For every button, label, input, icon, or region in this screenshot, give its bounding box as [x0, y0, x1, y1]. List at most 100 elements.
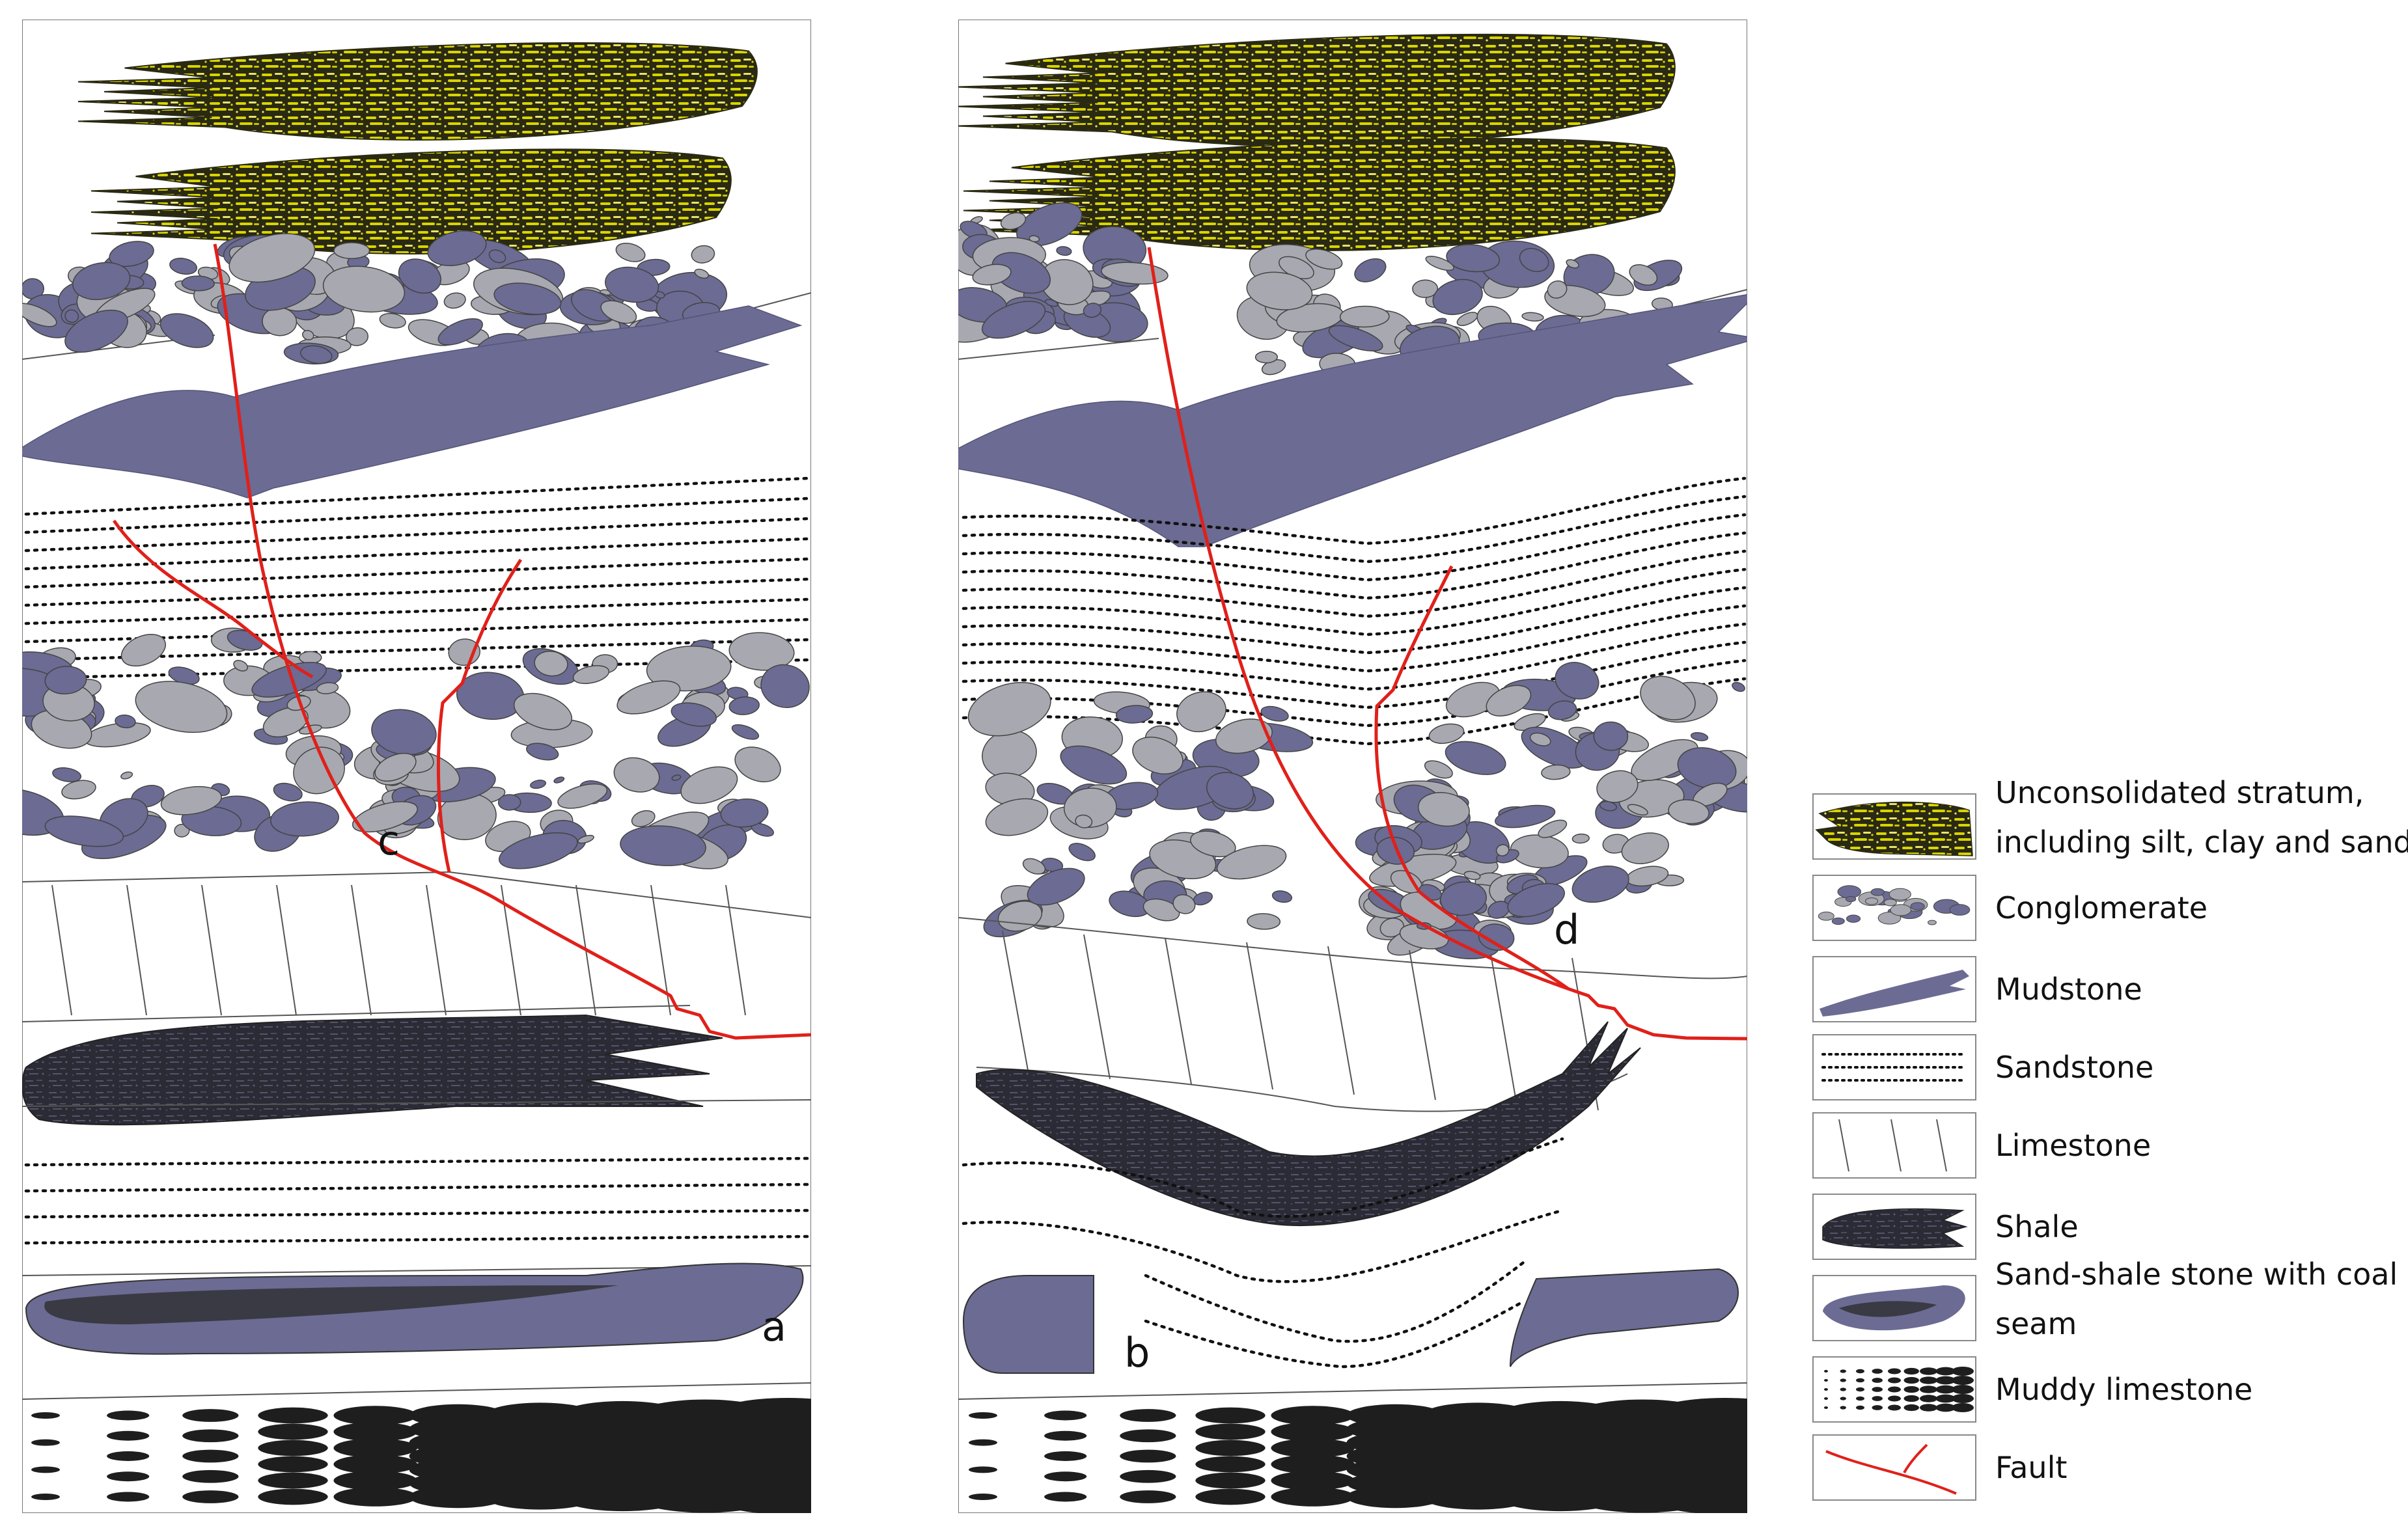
conglomerate-clast: [1142, 898, 1180, 922]
conglomerate-clast: [262, 707, 309, 738]
conglomerate-clast: [1132, 736, 1183, 774]
conglomerate-clast: [1566, 259, 1579, 269]
conglomerate-clast: [379, 312, 406, 329]
sandstone-bed: [962, 531, 1747, 600]
conglomerate-clast: [1022, 858, 1046, 875]
unconsolidated-stratum-body: [77, 42, 758, 141]
fault-icon: [1825, 1443, 1957, 1495]
sandstone-bed: [24, 1156, 809, 1167]
conglomerate-layer: [420, 632, 810, 869]
limestone-joint: [1246, 942, 1273, 1090]
sandstone-bed: [1144, 1261, 1525, 1343]
muddy-limestone-nodule: [1120, 1449, 1176, 1463]
conglomerate-clast: [493, 282, 562, 315]
muddy-limestone-nodule: [1120, 1490, 1176, 1503]
panel-label-c: c: [378, 817, 400, 864]
muddy-limestone-nodule: [969, 1439, 997, 1446]
conglomerate-clast: [22, 303, 57, 327]
sandstone-bed: [24, 476, 809, 516]
fault-line: [213, 243, 811, 1040]
conglomerate-clast: [300, 345, 333, 364]
bedding-line: [958, 917, 1747, 979]
conglomerate-clast: [605, 266, 659, 303]
bedding-line: [958, 338, 1159, 360]
conglomerate-clast: [488, 249, 506, 264]
conglomerate-clast: [443, 292, 466, 309]
mudstone-icon: [1820, 970, 1969, 1017]
bedding-line: [22, 1382, 811, 1400]
muddy-limestone-layer: [969, 1398, 1747, 1513]
conglomerate-clast: [1339, 305, 1390, 328]
sandstone-bed: [962, 677, 1747, 746]
panel-label-a: a: [762, 1303, 786, 1350]
fault-line: [436, 558, 523, 873]
conglomerate-clast: [72, 262, 131, 301]
conglomerate-clast: [1463, 871, 1481, 881]
conglomerate-clast: [671, 702, 717, 727]
muddy-limestone-nodule: [1195, 1488, 1266, 1505]
conglomerate-clast: [1439, 881, 1487, 916]
muddy-limestone-nodule: [333, 1487, 417, 1507]
sandstone-bed: [962, 495, 1747, 564]
conglomerate-clast: [1640, 676, 1696, 720]
bedding-line: [22, 1099, 811, 1107]
conglomerate-clast: [322, 266, 406, 313]
fault-breccia: [1387, 869, 1565, 960]
sandstone-bed: [24, 1209, 809, 1219]
limestone-joint: [1327, 946, 1355, 1095]
conglomerate-clast: [1547, 700, 1577, 720]
unconsolidated-stratum-icon: [1815, 801, 1973, 856]
legend-item-fault: Fault: [1812, 1434, 2067, 1501]
conglomerate-clast: [1629, 264, 1658, 286]
muddy-limestone-nodule: [1271, 1471, 1355, 1490]
muddy-limestone-nodule: [182, 1409, 239, 1422]
conglomerate-clast: [1000, 212, 1027, 230]
fault-line: [112, 519, 314, 679]
conglomerate-clast: [1246, 271, 1313, 310]
bedding-line: [22, 871, 450, 882]
conglomerate-clast: [233, 660, 249, 672]
sandstone-bed: [24, 557, 809, 589]
conglomerate-clast: [398, 258, 441, 294]
limestone-joint: [1083, 934, 1111, 1080]
conglomerate-clast: [600, 300, 637, 324]
shale-icon: [1822, 1208, 1968, 1249]
conglomerate-clast: [1538, 819, 1568, 838]
conglomerate-clast: [1495, 844, 1510, 856]
mudstone-body: [22, 305, 803, 499]
conglomerate-clast: [1507, 882, 1565, 918]
sandstone-bed: [962, 659, 1747, 728]
muddy-limestone-nodule: [107, 1471, 150, 1482]
conglomerate-clast: [346, 327, 368, 346]
muddy-limestone-nodule: [1195, 1423, 1266, 1440]
conglomerate-clast: [316, 682, 339, 694]
conglomerate-clast: [615, 243, 646, 262]
legend-item-unconsolidated: Unconsolidated stratum,including silt, c…: [1812, 775, 2408, 860]
sandstone-bed: [962, 1209, 1564, 1283]
muddy-limestone-nodule: [333, 1406, 417, 1425]
sandstone-bed: [24, 1182, 809, 1193]
conglomerate-clast: [1668, 799, 1709, 825]
coal-seam-icon: [1823, 1285, 1965, 1331]
bedding-line: [449, 871, 811, 918]
conglomerate-clast: [427, 230, 487, 266]
conglomerate-clast: [497, 794, 521, 811]
conglomerate-clast: [298, 651, 322, 664]
conglomerate-clast: [273, 782, 303, 802]
conglomerate-clast: [1555, 662, 1599, 700]
conglomerate-clast: [1354, 258, 1387, 282]
conglomerate-clast: [1529, 732, 1551, 746]
legend-label: Sand-shale stone with coal: [1995, 1257, 2398, 1292]
muddy-limestone-nodule: [333, 1422, 417, 1441]
conglomerate-clast: [160, 785, 222, 815]
conglomerate-clast: [1060, 745, 1128, 785]
muddy-limestone-nodule: [107, 1410, 150, 1421]
conglomerate-clast: [1379, 918, 1405, 938]
muddy-limestone-nodule: [107, 1430, 150, 1441]
conglomerate-layer: [958, 202, 1169, 343]
muddy-limestone-nodule: [1120, 1429, 1176, 1443]
conglomerate-clast: [1247, 913, 1281, 930]
conglomerate-clast: [671, 774, 682, 781]
conglomerate-clast: [64, 309, 128, 353]
